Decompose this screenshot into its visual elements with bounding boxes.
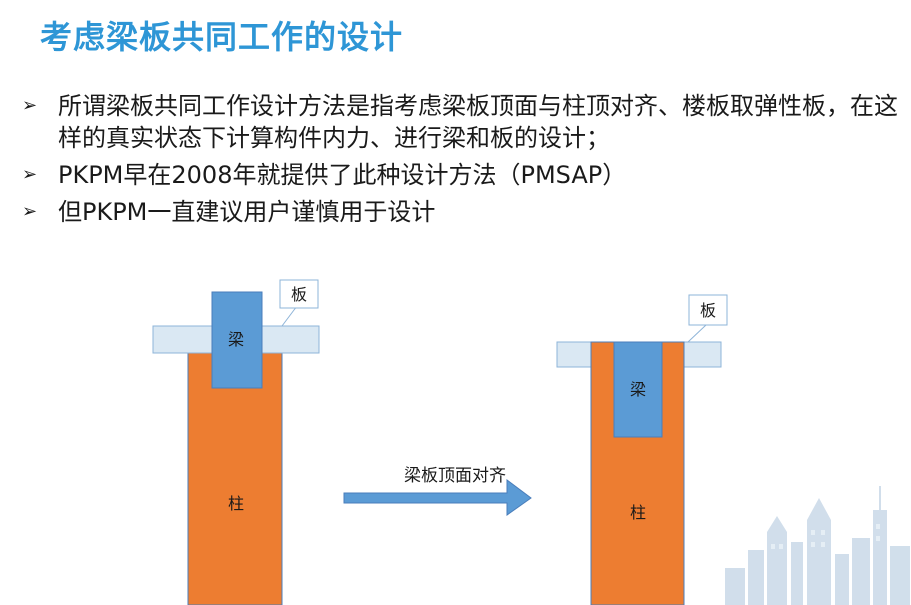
right-slab-label: 板	[700, 301, 716, 320]
right-beam-label: 梁	[630, 380, 646, 399]
bullet-list: ➢ 所谓梁板共同工作设计方法是指考虑梁板顶面与柱顶对齐、楼板取弹性板，在这样的真…	[22, 90, 902, 233]
left-beam	[211, 291, 263, 389]
arrow-shape	[343, 479, 532, 516]
bullet-arrow-icon: ➢	[22, 164, 38, 185]
left-beam-label: 梁	[228, 330, 244, 349]
right-assembly: 梁 柱 板	[556, 294, 728, 605]
right-slab-callout-line	[687, 324, 707, 343]
bullet-arrow-icon: ➢	[22, 95, 38, 116]
bullet-text: 所谓梁板共同工作设计方法是指考虑梁板顶面与柱顶对齐、楼板取弹性板，在这样的真实状…	[58, 92, 898, 152]
bullet-text: 但PKPM一直建议用户谨慎用于设计	[58, 198, 436, 226]
right-column-label: 柱	[630, 503, 646, 522]
left-column-label: 柱	[228, 494, 244, 513]
bullet-text: PKPM早在2008年就提供了此种设计方法（PMSAP）	[58, 161, 627, 189]
beam-slab-alignment-diagram: 梁 柱 板 梁板顶面对齐 梁 柱 板	[152, 279, 728, 605]
bullet-item: ➢ 所谓梁板共同工作设计方法是指考虑梁板顶面与柱顶对齐、楼板取弹性板，在这样的真…	[22, 90, 902, 154]
bullet-item: ➢ PKPM早在2008年就提供了此种设计方法（PMSAP）	[22, 159, 902, 191]
right-beam	[613, 341, 663, 438]
left-assembly: 梁 柱 板	[152, 279, 320, 605]
left-slab-callout-line	[281, 305, 298, 327]
alignment-arrow: 梁板顶面对齐	[343, 466, 532, 516]
arrow-label: 梁板顶面对齐	[404, 466, 506, 486]
left-slab-callout-box	[279, 279, 319, 309]
left-slab-label: 板	[291, 285, 307, 304]
bullet-item: ➢ 但PKPM一直建议用户谨慎用于设计	[22, 196, 902, 228]
slide-title: 考虑梁板共同工作的设计	[40, 18, 404, 56]
bullet-arrow-icon: ➢	[22, 201, 38, 222]
city-skyline-decoration	[725, 486, 910, 605]
right-slab-callout-box	[688, 294, 728, 326]
